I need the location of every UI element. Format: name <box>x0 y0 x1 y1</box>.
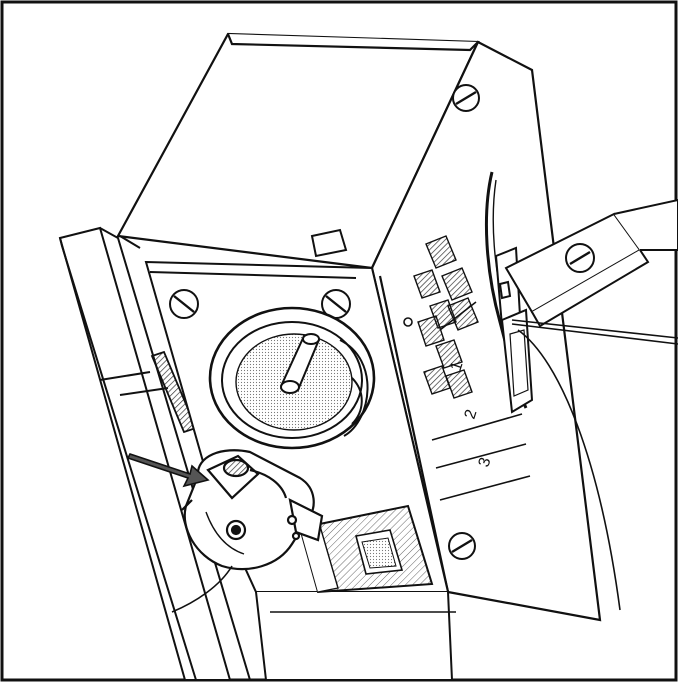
cavity-edge <box>119 235 141 249</box>
screw-side-top <box>452 84 480 112</box>
bobbin-case <box>181 449 324 571</box>
machine-bed <box>58 226 252 681</box>
screw-top-left <box>169 289 199 319</box>
presser-bar <box>504 198 678 328</box>
pointer-arrow <box>126 453 210 488</box>
housing-top <box>116 32 480 270</box>
seam-guide-lines <box>431 301 531 501</box>
needle <box>511 319 678 611</box>
bobbin-thread <box>171 565 233 613</box>
feed-dog-grille <box>413 235 479 399</box>
needle-hole <box>403 317 413 327</box>
slide-plate <box>298 504 434 594</box>
bobbin-spindle <box>280 333 320 394</box>
screw-side-bottom <box>448 532 476 560</box>
